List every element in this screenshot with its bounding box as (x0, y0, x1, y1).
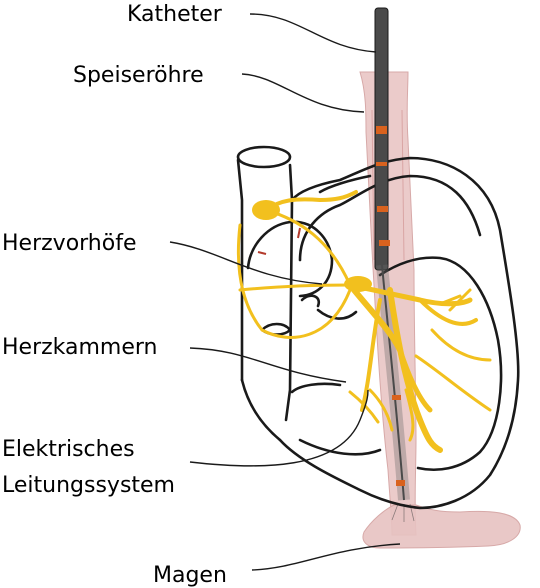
conduction-system (236, 190, 492, 453)
stomach (362, 503, 521, 549)
leader-lines (169, 13, 401, 571)
label-katheter: Katheter (127, 2, 223, 27)
label-speiseroehre: Speiseröhre (73, 63, 204, 88)
catheter-electrodes (376, 126, 405, 486)
atrium-marks (257, 227, 301, 255)
label-elektrisches: Elektrisches (2, 437, 135, 462)
label-herzkammern: Herzkammern (2, 335, 158, 360)
label-leitungssystem: Leitungssystem (2, 473, 175, 498)
catheter (374, 7, 410, 501)
label-magen: Magen (153, 563, 227, 588)
label-herzvorhoefe: Herzvorhöfe (2, 231, 137, 256)
conduction-nodes (252, 200, 372, 292)
heart-outline (236, 145, 520, 510)
